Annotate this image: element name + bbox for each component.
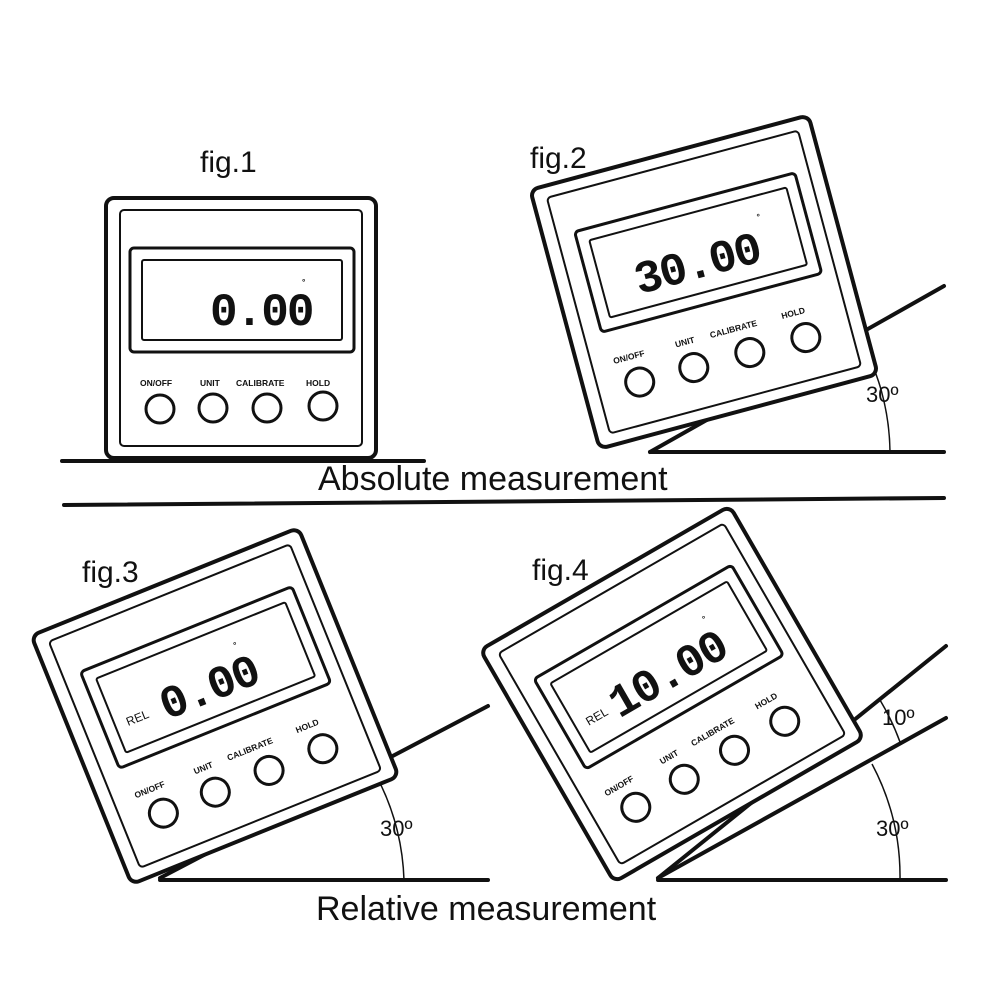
fig3-hold-button <box>307 733 339 765</box>
fig2-degree-mark: ° <box>756 211 762 222</box>
fig1-unit-button <box>197 392 229 424</box>
fig4-angle-arc-small <box>879 699 901 743</box>
fig2-hold-button <box>790 322 822 354</box>
fig1-label-unit: UNIT <box>200 378 221 388</box>
fig1-hold-button <box>307 390 339 422</box>
fig3-onoff-button <box>147 797 179 829</box>
fig1-label: fig.1 <box>200 146 257 179</box>
fig4-label: fig.4 <box>532 554 589 587</box>
fig2-angle-label: 30º <box>866 382 899 407</box>
fig2-calibrate-button <box>734 337 766 369</box>
fig1-label-hold: HOLD <box>306 378 330 388</box>
fig1-display-value: 0.00 <box>210 287 312 339</box>
fig3-calibrate-button <box>253 754 285 786</box>
fig2-label: fig.2 <box>530 142 587 175</box>
fig4-degree-mark: ° <box>700 613 708 624</box>
relative-caption: Relative measurement <box>316 890 657 928</box>
fig3-angle-label: 30º <box>380 816 413 841</box>
fig1-label-onoff: ON/OFF <box>140 378 172 388</box>
fig3-screen <box>95 601 316 754</box>
fig1-degree-mark: ° <box>302 277 306 287</box>
fig1-device: 0.00 ° ON/OFF UNIT CALIBRATE HOLD <box>104 196 378 460</box>
fig4-calibrate-button <box>719 734 751 766</box>
absolute-caption: Absolute measurement <box>318 460 668 498</box>
fig4-incline-line-base <box>656 716 948 880</box>
fig4-hold-button <box>769 705 801 737</box>
section-divider <box>62 496 946 507</box>
fig2-device: 30.00 ° ON/OFF UNIT CALIBRATE HOLD <box>530 115 878 449</box>
fig4-angle-label-small: 10º <box>882 705 915 730</box>
fig1-screen <box>141 259 343 341</box>
fig4-onoff-button <box>620 791 652 823</box>
fig3-device: REL 0.00 ° ON/OFF UNIT CALIBRATE HOLD <box>31 528 399 884</box>
fig2-screen <box>588 186 808 319</box>
fig4-screen <box>550 581 768 753</box>
fig2-onoff-button <box>624 366 656 398</box>
fig1-onoff-button <box>144 393 176 425</box>
fig3-unit-button <box>199 776 231 808</box>
fig4-angle-label-large: 30º <box>876 816 909 841</box>
fig4-angle-arc-large <box>871 763 901 881</box>
fig3-degree-mark: ° <box>232 639 239 650</box>
fig1-calibrate-button <box>251 392 283 424</box>
fig4-device: REL 10.00 ° ON/OFF UNIT CALIBRATE HOLD <box>481 506 863 882</box>
fig4-unit-button <box>668 763 700 795</box>
fig2-unit-button <box>678 352 710 384</box>
fig3-label: fig.3 <box>82 556 139 589</box>
fig1-label-calibrate: CALIBRATE <box>236 378 285 388</box>
